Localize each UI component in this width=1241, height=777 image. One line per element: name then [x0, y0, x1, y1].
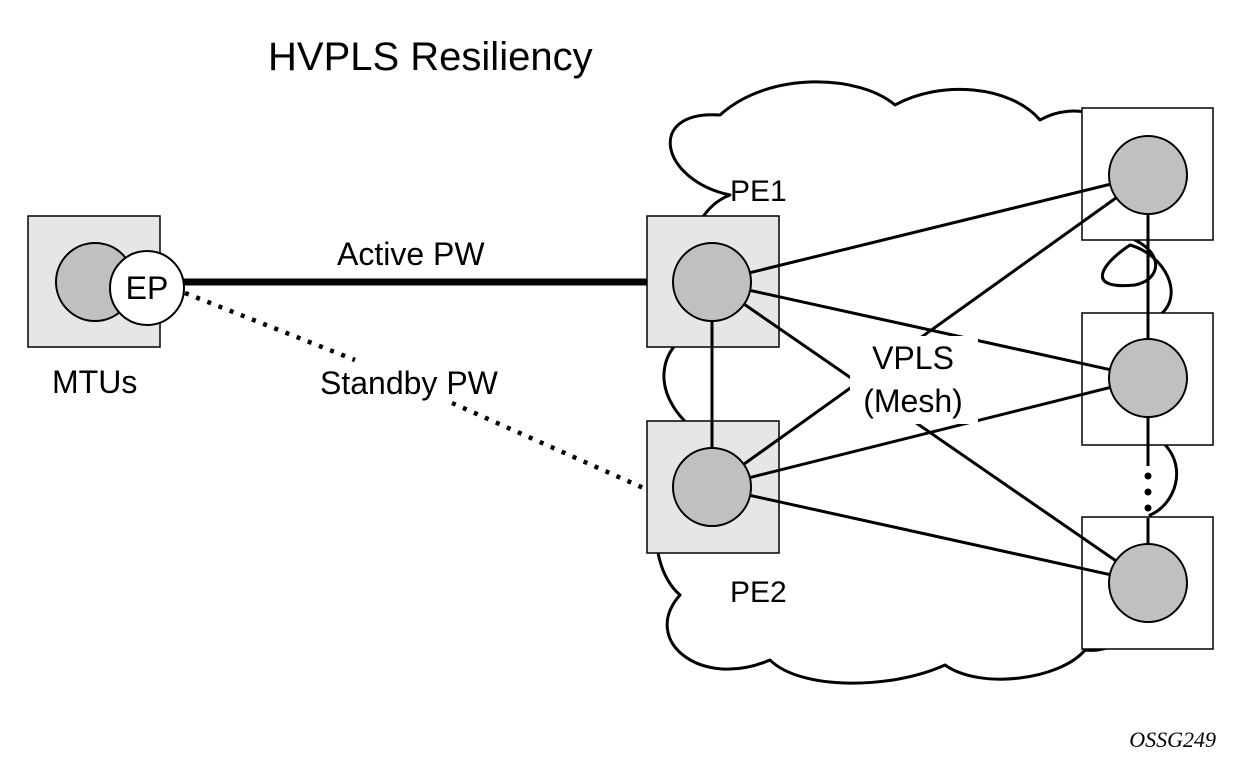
ellipsis-dot-2 [1144, 488, 1152, 496]
link-pe2-remote-middle [711, 376, 1149, 489]
endpoint-circle [109, 250, 185, 326]
remote-node-bottom [1108, 543, 1188, 623]
standby-pw-label: Standby PW [320, 365, 499, 401]
standby-pw-line-lower [451, 400, 649, 493]
ellipsis-dot-1 [1144, 472, 1152, 480]
link-pe2-remote-bottom [711, 485, 1149, 585]
vpls-label-line1: VPLS [872, 340, 954, 376]
ellipsis-dot-3 [1144, 504, 1152, 512]
pe2-label: PE2 [730, 576, 787, 609]
pe1-label: PE1 [730, 175, 787, 208]
link-pe2-remote-top [711, 173, 1149, 489]
mtu-label: MTUs [52, 364, 137, 400]
vpls-label-line2: (Mesh) [863, 383, 963, 419]
vpls-mesh-links [710, 173, 1150, 585]
pe2-node [672, 447, 752, 527]
remote-node-top [1108, 135, 1188, 215]
link-pe1-remote-top [711, 173, 1149, 284]
vpls-label-bg [850, 336, 978, 424]
figure-id: OSSG249 [1129, 727, 1216, 752]
standby-pw-line-upper [184, 290, 356, 363]
active-pw-label: Active PW [337, 236, 485, 272]
endpoint-label: EP [126, 270, 169, 306]
pe1-node [672, 242, 752, 322]
diagram-title: HVPLS Resiliency [268, 35, 593, 79]
remote-node-middle [1108, 338, 1188, 418]
